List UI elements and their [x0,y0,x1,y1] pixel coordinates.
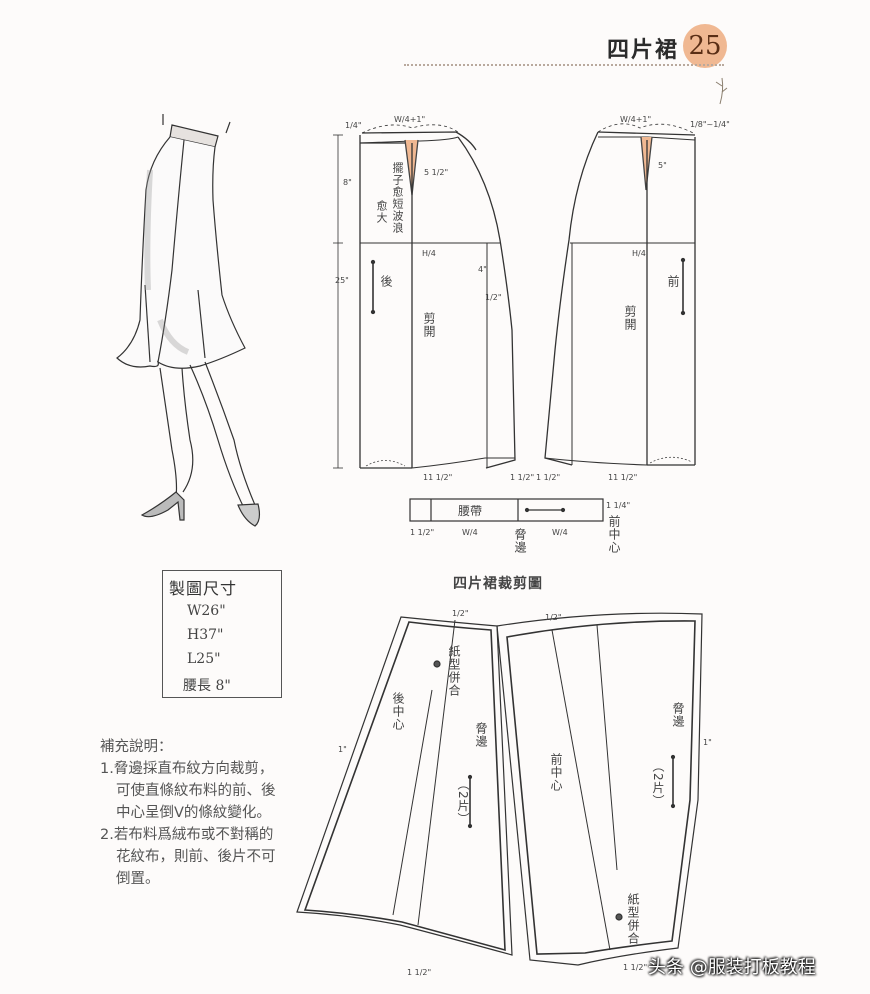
svg-text:W/4+1": W/4+1" [620,115,651,124]
note-bigger: 愈大 [375,200,388,224]
svg-text:4": 4" [478,265,487,274]
front-panel-draft [544,123,696,466]
svg-text:H/4: H/4 [422,249,436,258]
label-back: 後 [379,275,393,288]
waistband-center-front: 前中心 [607,515,621,554]
label-front: 前 [666,275,680,288]
svg-text:1/8"~1/4": 1/8"~1/4" [690,120,730,129]
svg-text:W/4: W/4 [462,528,478,537]
svg-text:1 1/4": 1 1/4" [606,501,630,510]
note-1-line-1: 1.脅邊採直布紋方向裁剪， [100,761,274,777]
svg-text:1/4": 1/4" [345,121,362,130]
cutting-front-piece [496,612,703,966]
watermark: 头条 @服装打板教程 [648,957,816,978]
svg-text:H/4: H/4 [632,249,646,258]
front-join-label: 紙型併合 [626,893,640,945]
measurement-box: 製圖尺寸 W26" H37" L25" 腰長 8" [162,570,282,698]
svg-text:1 1/2": 1 1/2" [407,968,431,977]
svg-text:1 1/2": 1 1/2" [536,473,560,482]
cutting-layout-title: 四片裙裁剪圖 [453,576,543,592]
svg-text:1/2": 1/2" [452,609,469,618]
svg-text:11 1/2": 11 1/2" [423,473,452,482]
dimension-labels: W/4+1" 1/4" 5 1/2" 8" 25" H/4 4" 1/2" 11… [335,115,730,977]
header-dotted-rule [404,64,724,68]
measurement-hip: H37" [187,627,224,643]
label-cut-open-front: 剪開 [623,305,637,331]
svg-text:W/4+1": W/4+1" [394,115,425,124]
front-qty-label: （2片） [651,760,665,808]
front-side-label: 脅邊 [671,702,685,728]
svg-text:5": 5" [658,161,667,170]
page-number-badge: 25 [683,24,727,68]
note-2-line-3: 倒置。 [116,871,160,887]
svg-text:1 1/2": 1 1/2" [510,473,534,482]
svg-text:8": 8" [343,178,352,187]
front-center-label: 前中心 [549,753,563,792]
svg-text:1 1/2": 1 1/2" [410,528,434,537]
svg-text:W/4: W/4 [552,528,568,537]
note-1-line-2: 可使直條紋布料的前、後 [116,783,276,799]
measurement-title: 製圖尺寸 [169,579,238,598]
svg-text:25": 25" [335,276,349,285]
svg-text:1/2": 1/2" [545,613,562,622]
waistband-draft [409,498,604,522]
back-center-label: 後中心 [391,692,405,731]
measurement-hip-depth: 腰長 8" [183,678,231,694]
svg-text:1": 1" [703,738,712,747]
note-2-line-2: 花紋布，則前、後片不可 [116,849,276,865]
svg-text:1": 1" [338,745,347,754]
page-title: 四片裙 [607,37,680,63]
waistband-side-label: 脅邊 [513,528,527,554]
svg-text:1/2": 1/2" [485,293,502,302]
measurement-waist: W26" [187,603,226,619]
notes-title: 補充說明： [100,739,173,755]
back-panel-draft [333,124,516,469]
svg-text:1 1/2": 1 1/2" [623,963,647,972]
leaf-ornament-icon [715,77,728,105]
cutting-back-piece [296,616,513,956]
supplementary-notes: 補充說明： 1.脅邊採直布紋方向裁剪， 可使直條紋布料的前、後 中心呈倒V的條紋… [100,736,310,890]
note-short-hem-wave: 擺子愈短波浪 [391,162,404,234]
note-1-line-3: 中心呈倒V的條紋變化。 [116,805,271,821]
waistband-label: 腰帶 [458,504,483,518]
label-cut-open-back: 剪開 [422,312,436,338]
measurement-length: L25" [187,651,221,667]
svg-text:11 1/2": 11 1/2" [608,473,637,482]
fashion-sketch [116,114,261,527]
note-2-line-1: 2.若布料爲絨布或不對稱的 [100,827,274,843]
svg-text:5 1/2": 5 1/2" [424,168,448,177]
back-qty-label: （2片） [456,778,470,826]
back-join-label: 紙型併合 [447,645,461,697]
back-side-label: 脅邊 [474,722,488,748]
